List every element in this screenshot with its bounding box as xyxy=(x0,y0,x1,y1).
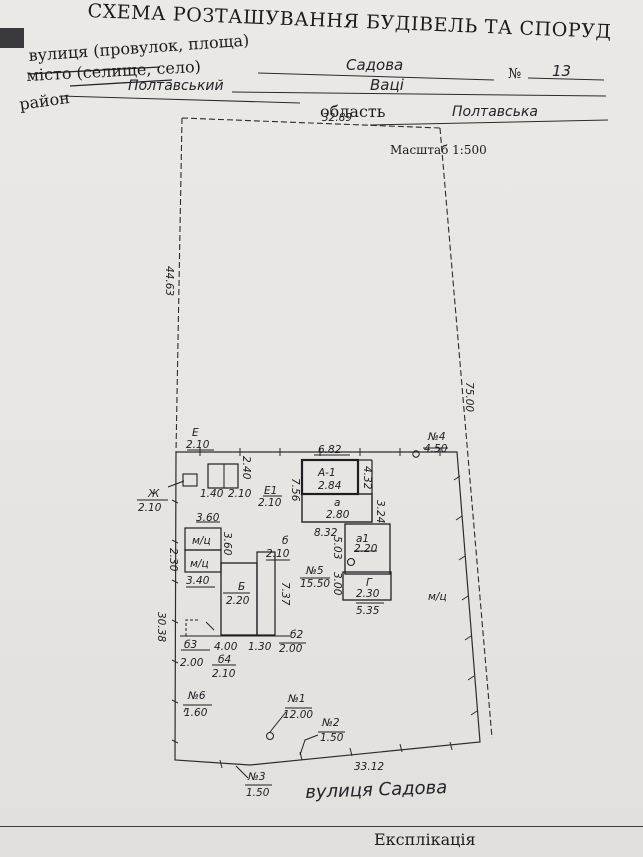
feature-2-label: №2 xyxy=(321,717,340,729)
g-label: Г xyxy=(366,577,373,589)
a1-value: 2.84 xyxy=(318,480,341,492)
dim-3-24: 3.24 xyxy=(374,500,386,523)
plot-left-upper-dim: 44.63 xyxy=(163,266,175,296)
feature-5-label: №5 xyxy=(305,565,324,577)
mc3-label: м/ц xyxy=(428,591,447,603)
explication-rule xyxy=(0,826,643,827)
b3-value: 2.00 xyxy=(180,657,204,669)
building-g-outline xyxy=(342,571,392,601)
mc-block-2 xyxy=(184,549,222,573)
feature-4-label: №4 xyxy=(427,431,446,443)
explication-heading: Експлікація xyxy=(374,830,476,849)
zh-label: Ж xyxy=(147,488,160,500)
lower-plot-boundary xyxy=(174,451,481,766)
feature-6-value: 1.60 xyxy=(184,707,208,719)
dim-2-30: 2.30 xyxy=(167,548,179,572)
shed-e1-outline xyxy=(207,463,239,489)
building-a1b-outline xyxy=(344,523,391,575)
feature-5-value: 15.50 xyxy=(300,578,330,590)
town-value: Ваці xyxy=(370,76,404,94)
markers xyxy=(167,450,420,779)
a-value: 2.80 xyxy=(326,509,350,521)
scale-label: Масштаб 1:500 xyxy=(390,143,487,157)
feature-1-label: №1 xyxy=(287,693,306,705)
b3-label: б3 xyxy=(184,639,197,651)
dim-6-82: 6.82 xyxy=(318,444,342,456)
dim-3-00: 3.00 xyxy=(331,572,343,596)
dim-2-40: 2.40 xyxy=(240,456,252,480)
dim-8-32: 8.32 xyxy=(314,527,338,539)
strike-through-2 xyxy=(69,79,173,87)
plot-bottom-dim: 33.12 xyxy=(354,761,384,773)
a1b-value: 2.20 xyxy=(354,543,378,555)
feature-1-value: 12.00 xyxy=(283,709,313,721)
e-label: Е xyxy=(192,427,199,439)
shed-zh-outline xyxy=(182,473,198,487)
feature-2-value: 1.50 xyxy=(320,732,344,744)
number-value: 13 xyxy=(552,62,572,80)
b2-value: 2.00 xyxy=(279,643,303,655)
e-value: 2.10 xyxy=(186,439,210,451)
g-value: 2.30 xyxy=(356,588,380,600)
feature-4-value: 4.50 xyxy=(424,443,448,455)
number-label: № xyxy=(508,66,522,82)
dim-4-32: 4.32 xyxy=(361,466,373,490)
building-a-outline xyxy=(301,493,373,523)
district-value: Полтавський xyxy=(128,78,224,94)
b-small-label: б xyxy=(282,535,289,547)
binding-strip xyxy=(0,28,24,48)
dim-3-40: 3.40 xyxy=(186,575,210,587)
mc1-label: м/ц xyxy=(192,535,211,547)
dim-3-60-top: 3.60 xyxy=(196,512,220,524)
region-label: область xyxy=(320,102,386,121)
b4-label: б4 xyxy=(218,654,231,666)
well-5-symbol xyxy=(346,557,356,567)
strike-through-1 xyxy=(27,66,161,75)
plot-left-lower-dim: 30.38 xyxy=(155,612,167,642)
dim-7-37: 7.37 xyxy=(279,582,291,606)
feature-6-label: №6 xyxy=(187,690,206,702)
b-value: 2.20 xyxy=(226,595,250,607)
a1b-label: а1 xyxy=(356,533,369,545)
a-label: а xyxy=(334,497,340,509)
plot-top-dim: 32.89 xyxy=(322,112,352,124)
plot-boundary xyxy=(175,117,493,739)
region-value: Полтавська xyxy=(452,104,539,120)
dim-4-00: 4.00 xyxy=(214,641,238,653)
dim-3-60-side: 3.60 xyxy=(221,532,233,556)
fence-ticks xyxy=(171,448,478,769)
b4-value: 2.10 xyxy=(212,668,236,680)
b2-label: б2 xyxy=(290,629,303,641)
label-underlines xyxy=(137,447,448,786)
dim-5-03: 5.03 xyxy=(331,536,343,559)
zh-value: 2.10 xyxy=(138,502,162,514)
dim-2-10: 2.10 xyxy=(228,488,252,500)
e1-label: Е1 xyxy=(264,485,277,497)
header-lines xyxy=(59,72,609,126)
dim-1-30: 1.30 xyxy=(248,641,272,653)
e1-value: 2.10 xyxy=(258,497,282,509)
b-small-value: 2.10 xyxy=(266,548,290,560)
plot-right-upper-dim: 75.00 xyxy=(463,382,475,412)
b-label: Б xyxy=(238,581,245,593)
dim-1-40: 1.40 xyxy=(200,488,224,500)
feature-3-label: №3 xyxy=(247,771,266,783)
street-value: Садова xyxy=(346,56,404,74)
a1-label: А-1 xyxy=(317,467,336,479)
dim-5-35: 5.35 xyxy=(356,605,380,617)
feature-3-value: 1.50 xyxy=(246,787,270,799)
dim-7-56: 7.56 xyxy=(289,478,301,502)
building-b-small-outline xyxy=(256,551,276,636)
mc2-label: м/ц xyxy=(190,558,209,570)
